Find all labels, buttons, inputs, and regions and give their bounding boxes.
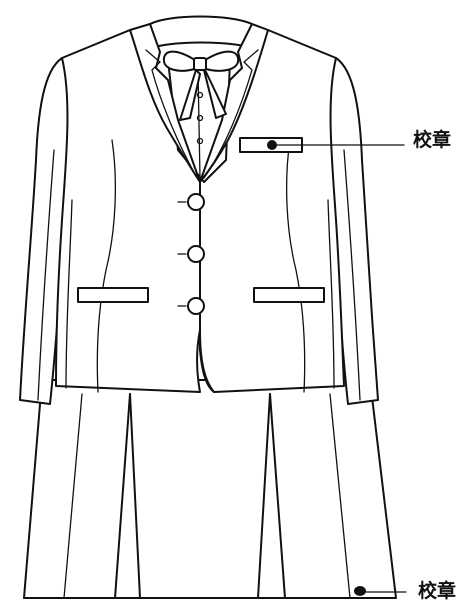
blouse-button-2 <box>196 114 204 122</box>
jacket-button-1 <box>187 193 205 211</box>
jacket-button-2 <box>187 245 205 263</box>
left-lapel-inner <box>145 49 197 177</box>
left-sleeve-crease <box>37 149 55 401</box>
chest-emblem-dot <box>267 140 277 150</box>
right-hip-pocket <box>253 287 325 303</box>
jacket-front-curve <box>199 329 215 393</box>
left-hip-pocket <box>77 287 149 303</box>
bow <box>162 50 240 121</box>
skirt-emblem-dot <box>354 586 366 596</box>
skirt-pleat-left <box>114 393 131 599</box>
right-princess-seam <box>286 139 306 393</box>
bow-left-loop <box>162 50 199 72</box>
right-side-seam <box>327 199 335 389</box>
jacket-buttons <box>177 193 205 315</box>
jacket-button-3 <box>187 297 205 315</box>
right-sleeve-crease <box>343 149 361 401</box>
blouse-button-1 <box>196 91 204 99</box>
blouse-placket <box>197 69 201 179</box>
emblem-markers <box>267 140 407 596</box>
bow-knot <box>193 57 207 71</box>
skirt-pleat-right <box>269 393 286 599</box>
left-lapel <box>129 23 201 183</box>
collar <box>129 15 269 183</box>
skirt-pleat-right-inner <box>257 393 271 599</box>
right-lapel-inner <box>203 49 259 179</box>
skirt-pleat-left-inner <box>129 393 141 599</box>
chest-emblem-label: 校章 <box>413 129 452 151</box>
blouse-button-3 <box>196 137 204 145</box>
left-side-seam <box>65 199 73 389</box>
bow-right-loop <box>201 50 240 72</box>
skirt-fold-left <box>63 393 83 599</box>
left-princess-seam <box>96 139 116 393</box>
skirt-emblem-label: 校章 <box>418 580 457 602</box>
skirt <box>23 379 397 599</box>
skirt-fold-right <box>329 393 351 599</box>
bow-right-tail <box>203 69 227 119</box>
right-lapel <box>199 23 269 183</box>
pockets <box>77 137 325 303</box>
bow-left-tail <box>179 69 201 121</box>
